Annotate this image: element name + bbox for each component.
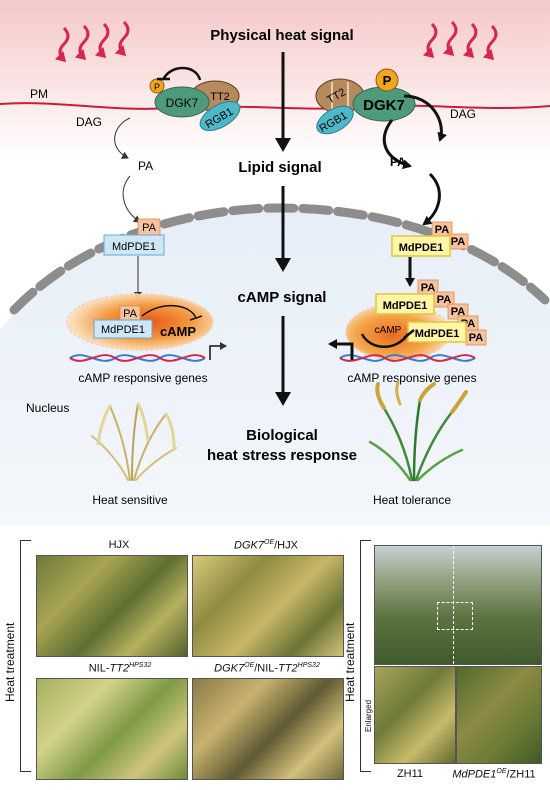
caption-nil-tt2: NIL-TT2HPS32 [88, 662, 152, 675]
right-phospho-label: P [383, 73, 392, 88]
left-camp-label: cAMP [160, 324, 196, 339]
pm-label: PM [30, 87, 48, 101]
left-pa-badge-label: PA [142, 222, 157, 234]
right-dgk7-to-dag-arrow [403, 94, 447, 142]
nuclear-envelope [9, 203, 550, 315]
left-dgk7-protein [154, 86, 210, 118]
right-dna-helix [339, 354, 476, 362]
right-rgb1-protein [316, 105, 354, 135]
left-transcription-arrow [209, 342, 227, 360]
left-photo-bracket [20, 540, 31, 772]
caption-zh11: ZH11 [396, 768, 424, 780]
left-inhibition-arc [161, 66, 202, 81]
right-pa-a1-label: PA [435, 224, 450, 236]
caption-dgk7oe-hjx: DGK7OE/HJX [234, 539, 298, 552]
right-camp-label: cAMP [375, 325, 402, 336]
left-dag-label: DAG [76, 115, 102, 129]
right-phospho-circle [375, 68, 399, 92]
heat-sensitive-label: Heat sensitive [92, 493, 168, 507]
left-dgk7-label: DGK7 [166, 96, 199, 110]
heat-treatment-right-label: Heat treatment [343, 622, 357, 702]
caption-dgk7oe-nil-tt2: DGK7OE/NIL-TT2HPS32 [214, 662, 320, 675]
right-mdpde1-b-label: MdPDE1 [383, 300, 428, 312]
right-pa-a2-label: PA [451, 236, 466, 248]
left-rgb1-protein [199, 100, 241, 132]
heat-waves-left [54, 20, 130, 63]
nucleus-label: Nucleus [26, 401, 69, 415]
left-phospho-label: P [154, 82, 160, 92]
photo-mdpde1oe-enlarged [456, 666, 542, 764]
field-divider-line [453, 546, 454, 664]
right-pa-b1-label: PA [421, 282, 436, 294]
right-dag-label: DAG [450, 107, 476, 121]
camp-signal-label: cAMP signal [238, 289, 327, 306]
right-mdpde1-c-box [407, 321, 467, 343]
left-genes-label: cAMP responsive genes [78, 371, 207, 385]
right-pa-label: PA [390, 155, 406, 169]
photo-zh11-enlarged [374, 666, 456, 764]
left-dag-to-pa-arrow [114, 117, 131, 159]
photo-nil-tt2 [36, 678, 188, 780]
right-mdpde1-a-label: MdPDE1 [399, 242, 444, 254]
right-camp-inhibition [360, 333, 410, 348]
photo-field-overview [374, 545, 542, 665]
photo-dgk7oe-hjx [192, 555, 344, 657]
caption-hjx: HJX [108, 539, 130, 551]
left-mdpde1-box [103, 234, 165, 256]
biological-label-line2: heat stress response [207, 447, 357, 464]
left-nuc-pa-label: PA [123, 308, 138, 320]
right-mdpde1-b-box [375, 293, 435, 315]
lipid-signal-label: Lipid signal [238, 159, 321, 176]
left-pa-to-mdpde1-arrow [122, 175, 141, 223]
heat-tolerance-plant-illustration [368, 380, 468, 482]
right-mdpde1-c-label: MdPDE1 [415, 328, 460, 340]
right-photo-bracket [360, 540, 371, 772]
biological-label-line1: Biological [246, 427, 318, 444]
caption-mdpde1oe-zh11: MdPDE1OE/ZH11 [452, 768, 536, 781]
left-nuc-mdpde1-box [93, 319, 153, 339]
right-pa-to-mdpde1-arrow [422, 172, 441, 226]
right-pa-b2-label: PA [437, 294, 452, 306]
right-pa-c2-label: PA [469, 332, 484, 344]
photo-dgk7oe-nil-tt2 [192, 678, 344, 780]
left-tt2-label: TT2 [210, 91, 230, 103]
right-dgk7-label: DGK7 [363, 97, 405, 114]
right-mdpde1-a-box [391, 235, 451, 257]
heat-tolerance-label: Heat tolerance [373, 493, 451, 507]
plasma-membrane [0, 102, 550, 110]
heat-sensitive-plant-illustration [91, 402, 177, 481]
enlarged-region-box [437, 602, 473, 630]
heat-waves-right [422, 20, 498, 61]
right-genes-label: cAMP responsive genes [347, 371, 476, 385]
right-transcription-arrow [328, 339, 354, 360]
left-dna-helix [69, 354, 206, 362]
right-dag-to-pa-arrow [382, 119, 412, 170]
enlarged-label: Enlarged [364, 699, 373, 732]
left-mdpde1-label: MdPDE1 [112, 241, 156, 253]
left-nuc-mdpde1-label: MdPDE1 [101, 324, 145, 336]
left-complex: TT2 RGB1 DGK7 P [149, 66, 241, 132]
heat-treatment-left-label: Heat treatment [3, 622, 17, 702]
physical-heat-signal-label: Physical heat signal [210, 27, 353, 44]
left-pa-label: PA [138, 159, 153, 173]
photo-hjx [36, 555, 188, 657]
right-pa-b3-label: PA [451, 306, 466, 318]
left-camp-inhibition [141, 304, 197, 319]
